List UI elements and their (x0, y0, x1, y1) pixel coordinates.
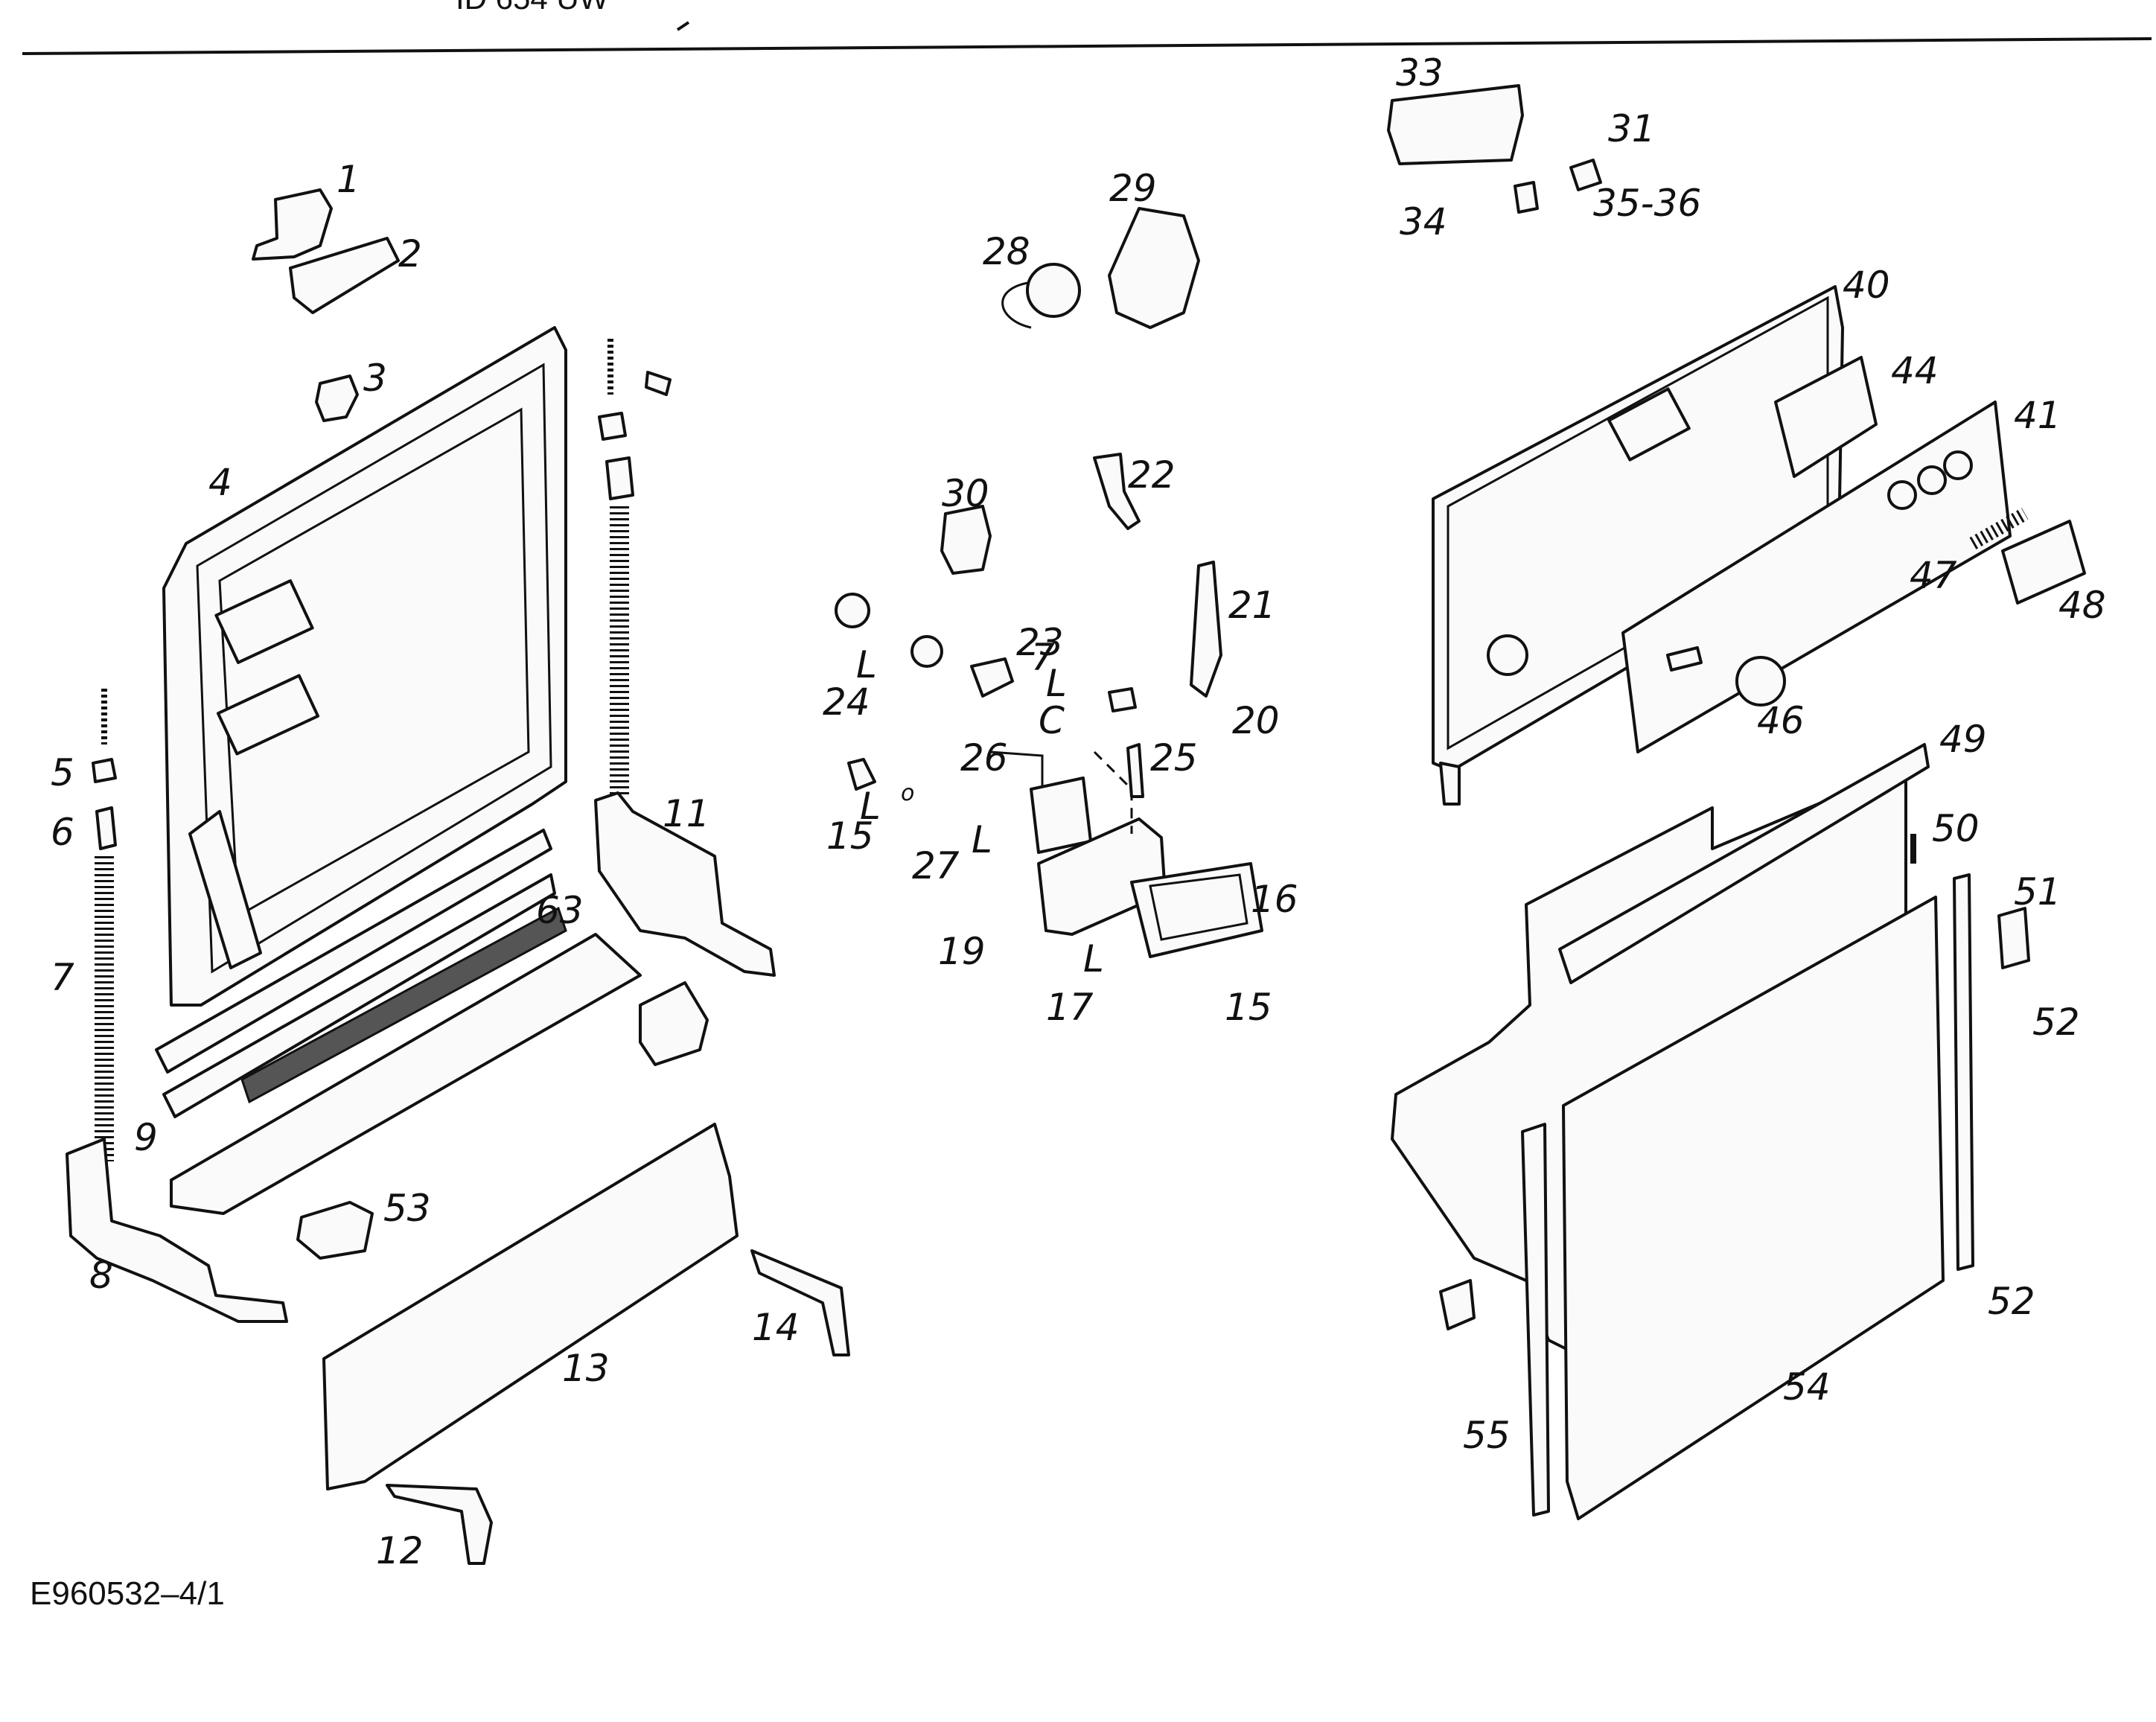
door-bottom-assembly (155, 829, 709, 1260)
callout-5: 5 (51, 751, 74, 794)
drawing-code: E960532–4/1 (30, 1575, 225, 1612)
switch-module (1621, 356, 2012, 753)
marker-l-24: L (856, 643, 877, 686)
callout-20: 20 (1232, 699, 1280, 742)
callout-labels: 1 2 3 4 5 6 7 8 9 11 12 13 14 15 15 16 1… (51, 51, 2106, 1572)
marker-o: o (901, 780, 914, 806)
callout-30: 30 (942, 472, 989, 515)
callout-2: 2 (398, 232, 422, 275)
marker-l-27: L (972, 818, 992, 861)
callout-26: 26 (960, 736, 1008, 779)
callout-31: 31 (1608, 107, 1656, 150)
callout-19: 19 (938, 930, 986, 973)
callout-53: 53 (383, 1187, 431, 1230)
callout-13: 13 (562, 1347, 610, 1390)
callout-21: 21 (1228, 584, 1276, 627)
callout-47: 47 (1910, 554, 1957, 597)
terminal-block-part (1387, 84, 1602, 214)
callout-1: 1 (337, 158, 360, 201)
callout-16: 16 (1251, 878, 1298, 921)
callout-15-upper: 15 (826, 814, 874, 858)
callout-7: 7 (51, 956, 74, 999)
marker-l-17: L (1083, 937, 1104, 980)
callout-44: 44 (1891, 349, 1939, 392)
callout-17: 17 (1046, 986, 1094, 1029)
model-title: ID 654 UW (456, 0, 609, 16)
callout-8: 8 (89, 1254, 113, 1297)
callout-3: 3 (363, 357, 387, 400)
callout-33: 33 (1396, 51, 1444, 95)
callout-14: 14 (752, 1306, 800, 1349)
header-rule (22, 37, 2152, 55)
callout-27: 27 (912, 844, 960, 887)
callout-6: 6 (51, 811, 74, 854)
callout-40: 40 (1843, 264, 1890, 307)
callout-41: 41 (2014, 394, 2061, 437)
pen-mark (676, 21, 690, 31)
callout-50: 50 (1932, 807, 1980, 850)
callout-9: 9 (134, 1116, 158, 1159)
push-buttons (1735, 508, 2086, 707)
callout-54: 54 (1783, 1365, 1831, 1409)
callout-11: 11 (663, 792, 710, 835)
door-clip-part (315, 374, 359, 422)
callout-29: 29 (1109, 167, 1157, 210)
callout-12: 12 (376, 1529, 424, 1572)
callout-24: 24 (823, 680, 870, 724)
screws-and-nuts (92, 339, 672, 783)
marker-7: 7 (1031, 636, 1055, 679)
callout-46: 46 (1757, 699, 1805, 742)
timer-motor-part (1001, 207, 1200, 329)
callout-23: 23 (1016, 621, 1064, 664)
outer-door-panel (1391, 743, 2030, 1520)
callout-52-upper: 52 (2032, 1001, 2080, 1044)
callout-35-36: 35-36 (1593, 182, 1701, 225)
callout-48: 48 (2058, 584, 2106, 627)
door-lock-body (989, 750, 1263, 958)
callout-25: 25 (1150, 736, 1198, 779)
callout-51: 51 (2014, 870, 2061, 913)
door-lock-parts (835, 453, 1222, 798)
hinge-bracket-parts (252, 188, 400, 314)
callout-52-lower: 52 (1988, 1280, 2035, 1323)
callout-34: 34 (1400, 200, 1447, 243)
callout-15-lower: 15 (1225, 986, 1272, 1029)
callout-63: 63 (536, 889, 584, 932)
marker-l-15: L (860, 785, 881, 828)
marker-c: C (1039, 699, 1065, 742)
callout-28: 28 (983, 230, 1030, 273)
callout-49: 49 (1939, 718, 1987, 761)
callout-4: 4 (208, 461, 232, 504)
marker-l-23: L (1046, 662, 1067, 705)
door-hinges (66, 791, 776, 1323)
callout-22: 22 (1128, 453, 1176, 497)
kick-plate-assembly (322, 1123, 850, 1565)
inner-door-panel (162, 326, 567, 1007)
callout-55: 55 (1463, 1414, 1511, 1457)
door-springs (95, 456, 634, 1161)
